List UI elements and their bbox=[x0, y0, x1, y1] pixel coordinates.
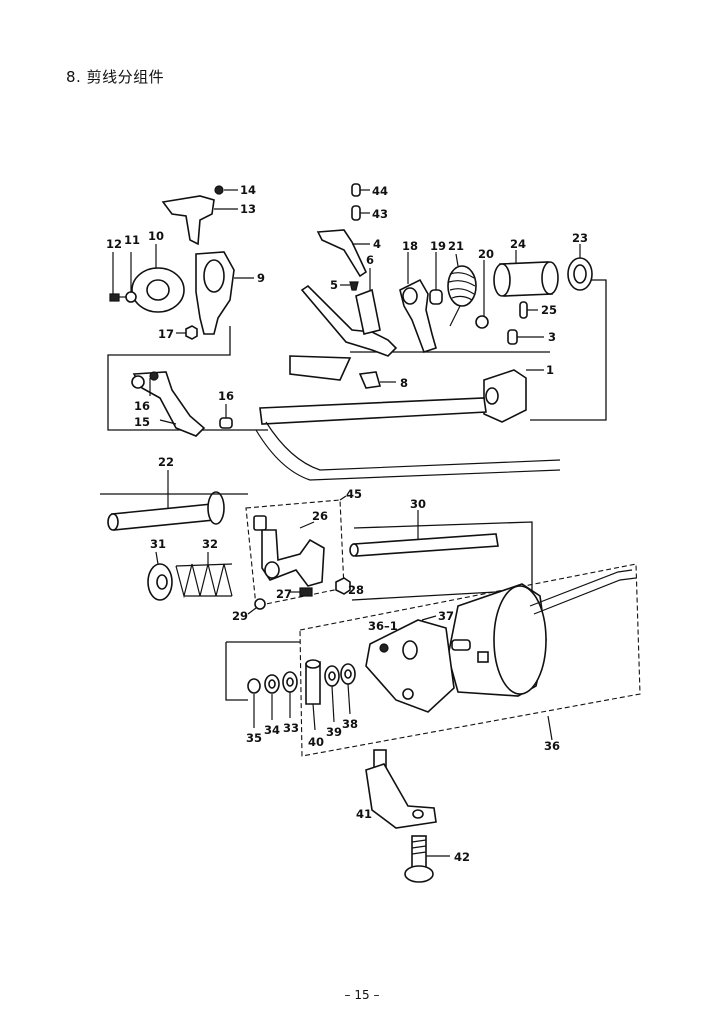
callout-41: 41 bbox=[356, 807, 372, 821]
part-43-pin bbox=[351, 205, 370, 221]
part-16-screw-right bbox=[219, 404, 233, 429]
part-9-cam-lever bbox=[195, 251, 254, 335]
callout-36-1: 36–1 bbox=[368, 619, 398, 633]
callout-14: 14 bbox=[240, 183, 256, 197]
part-41-clamp bbox=[365, 749, 437, 829]
part-27-screw bbox=[290, 587, 313, 597]
callout-19: 19 bbox=[430, 239, 446, 253]
part-42-bolt bbox=[404, 835, 450, 883]
callout-12: 12 bbox=[106, 237, 122, 251]
callout-17: 17 bbox=[158, 327, 174, 341]
part-38-washer bbox=[340, 663, 356, 685]
part-6-plate bbox=[300, 268, 398, 357]
part-44-pin bbox=[351, 183, 370, 197]
part-33-washer bbox=[282, 671, 298, 693]
callout-9: 9 bbox=[257, 271, 265, 285]
callout-24: 24 bbox=[510, 237, 526, 251]
callout-42: 42 bbox=[454, 850, 470, 864]
part-22-shaft bbox=[107, 470, 225, 531]
callout-6: 6 bbox=[366, 253, 374, 267]
callout-31: 31 bbox=[150, 537, 166, 551]
part-40-pin bbox=[305, 659, 321, 705]
callout-43: 43 bbox=[372, 207, 388, 221]
callout-34: 34 bbox=[264, 723, 280, 737]
part-8-bracket bbox=[358, 371, 396, 389]
callout-3: 3 bbox=[548, 330, 556, 344]
part-39-washer bbox=[324, 665, 340, 687]
part-5-screw bbox=[340, 281, 359, 291]
part-28-nut bbox=[335, 577, 351, 595]
part-20-screw bbox=[475, 260, 489, 329]
part-18-lever bbox=[399, 252, 437, 354]
part-31-cap bbox=[147, 551, 173, 601]
part-35-nut bbox=[247, 678, 261, 694]
page-title: 8. 剪线分组件 bbox=[66, 68, 165, 86]
callout-21: 21 bbox=[448, 239, 464, 253]
callout-29: 29 bbox=[232, 609, 248, 623]
part-34-washer bbox=[264, 674, 280, 694]
callout-5: 5 bbox=[330, 278, 338, 292]
callout-16-left: 16 bbox=[134, 399, 150, 413]
callout-23: 23 bbox=[572, 231, 588, 245]
callout-20: 20 bbox=[478, 247, 494, 261]
part-32-spring bbox=[175, 552, 233, 599]
part-19-roller bbox=[429, 252, 443, 305]
callout-36: 36 bbox=[544, 739, 560, 753]
part-21-spring bbox=[447, 253, 477, 327]
callout-37: 37 bbox=[438, 609, 454, 623]
part-1-block bbox=[483, 369, 544, 423]
callout-22: 22 bbox=[158, 455, 174, 469]
sub-assembly-45-outline bbox=[245, 499, 345, 607]
callout-40: 40 bbox=[308, 735, 324, 749]
callout-30: 30 bbox=[410, 497, 426, 511]
part-13-bracket bbox=[161, 195, 238, 246]
part-3-pin bbox=[507, 329, 544, 345]
page-number: – 15 – bbox=[344, 988, 380, 1002]
part-12-screw bbox=[109, 252, 126, 302]
part-29-screw bbox=[247, 598, 266, 615]
arm-bed-outline bbox=[255, 429, 561, 481]
callout-13: 13 bbox=[240, 202, 256, 216]
part-16-screw-left bbox=[149, 371, 159, 396]
part-26-crank bbox=[253, 515, 325, 587]
callout-45: 45 bbox=[346, 487, 362, 501]
part-24-sleeve bbox=[493, 250, 559, 297]
part-37-bracket bbox=[365, 615, 455, 713]
part-36-1-screw bbox=[379, 643, 389, 653]
callout-11: 11 bbox=[124, 233, 140, 247]
part-11-washer bbox=[125, 252, 137, 303]
callout-39: 39 bbox=[326, 725, 342, 739]
part-15-arm bbox=[131, 371, 206, 437]
callout-25: 25 bbox=[541, 303, 557, 317]
callout-44: 44 bbox=[372, 184, 388, 198]
callout-32: 32 bbox=[202, 537, 218, 551]
callout-27: 27 bbox=[276, 587, 292, 601]
part-30-shaft bbox=[349, 510, 499, 557]
callout-1: 1 bbox=[546, 363, 554, 377]
callout-15: 15 bbox=[134, 415, 150, 429]
part-17-nut bbox=[176, 325, 198, 340]
part-10-flange bbox=[131, 244, 185, 313]
part-4-lever bbox=[316, 229, 370, 278]
callout-33: 33 bbox=[283, 721, 299, 735]
callout-10: 10 bbox=[148, 229, 164, 243]
callout-4: 4 bbox=[373, 237, 381, 251]
upper-shaft bbox=[259, 397, 487, 425]
upper-housing bbox=[289, 355, 352, 381]
callout-28: 28 bbox=[348, 583, 364, 597]
callout-18: 18 bbox=[402, 239, 418, 253]
callout-8: 8 bbox=[400, 376, 408, 390]
part-23-collar bbox=[567, 244, 593, 291]
top-assembly-frame bbox=[107, 326, 268, 431]
callout-26: 26 bbox=[312, 509, 328, 523]
callout-16-right: 16 bbox=[218, 389, 234, 403]
callout-35: 35 bbox=[246, 731, 262, 745]
callout-38: 38 bbox=[342, 717, 358, 731]
part-25-pin bbox=[519, 301, 538, 319]
part-14-screw bbox=[214, 185, 238, 195]
part-36-solenoid bbox=[447, 569, 637, 697]
